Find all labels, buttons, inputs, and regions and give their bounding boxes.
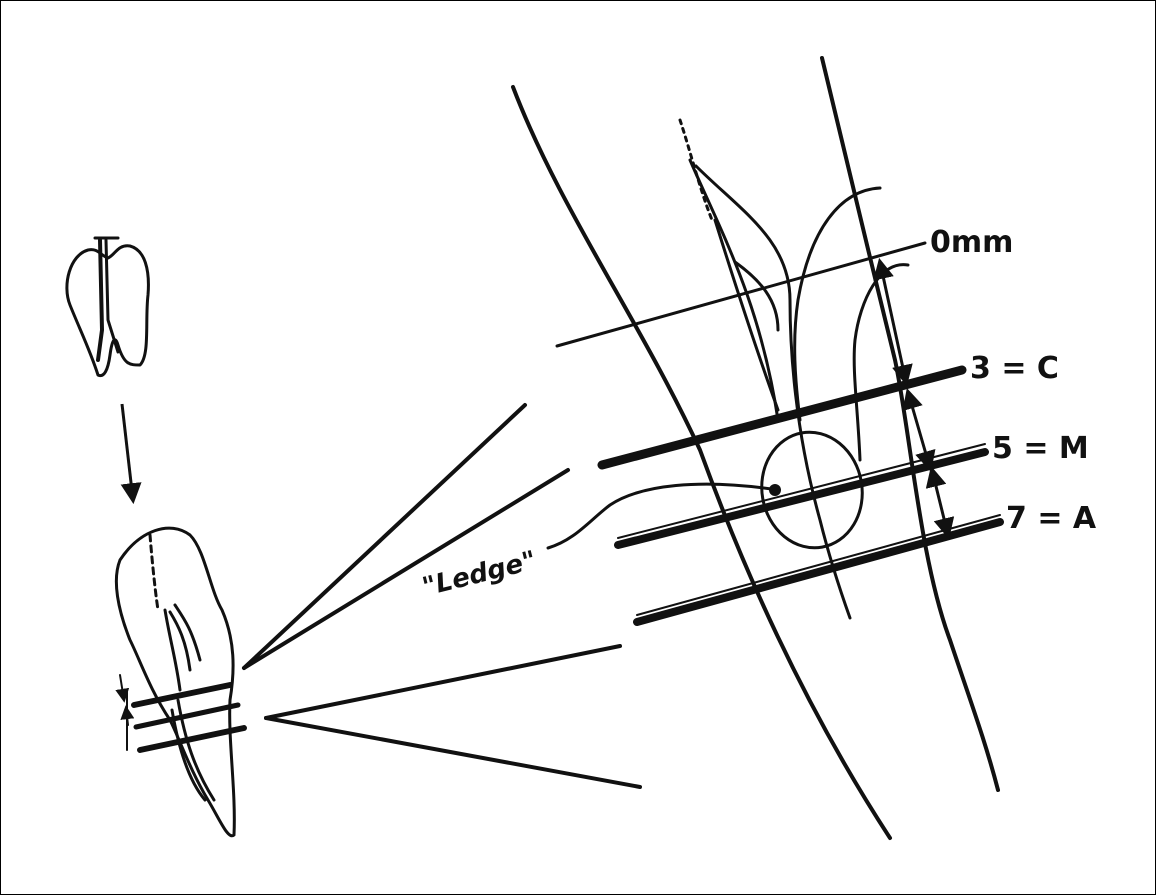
down-arrow (122, 404, 133, 500)
tooth-measurement-lines (120, 675, 244, 750)
label-5-m: 5 = M (992, 431, 1089, 466)
dimension-arrows (880, 262, 948, 535)
label-ledge: "Ledge" (419, 546, 539, 603)
level-line-7mm (637, 522, 1000, 622)
label-3-c: 3 = C (970, 351, 1059, 386)
tooth-side-view-icon (116, 528, 234, 836)
tooth-front-view-icon (67, 238, 149, 376)
level-lines (557, 243, 1000, 622)
label-7-a: 7 = A (1006, 501, 1097, 536)
level-line-0mm (557, 243, 925, 346)
label-0mm: 0mm (930, 225, 1013, 260)
